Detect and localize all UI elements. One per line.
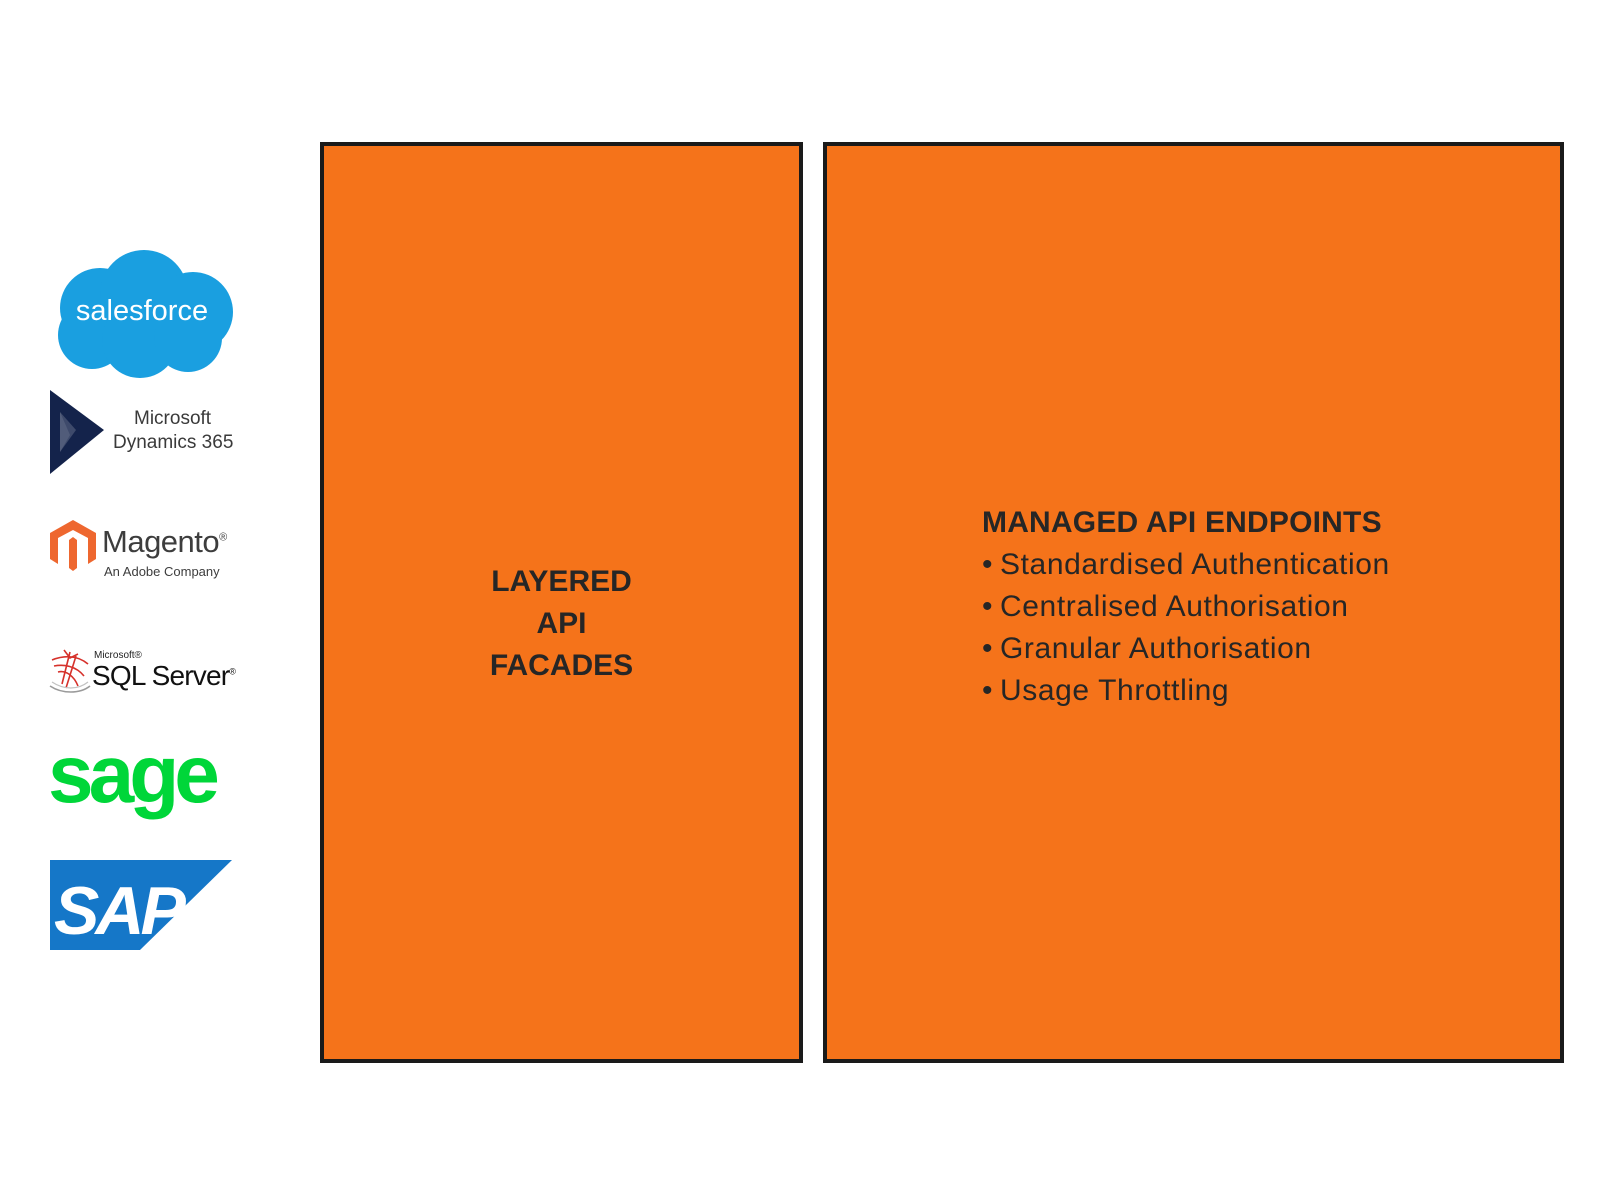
- endpoints-content: MANAGED API ENDPOINTS •Standardised Auth…: [982, 502, 1390, 712]
- magento-tagline: An Adobe Company: [104, 564, 220, 579]
- sage-logo: sage: [48, 729, 238, 822]
- list-item: •Granular Authorisation: [982, 628, 1390, 670]
- dynamics-line2: Dynamics 365: [113, 432, 234, 453]
- bullet: •: [982, 548, 994, 581]
- facade-line-3: FACADES: [489, 649, 634, 682]
- magento-registered-mark: ®: [219, 531, 227, 544]
- endpoint-item-label: Granular Authorisation: [1000, 632, 1312, 665]
- sqlserver-prefix: Microsoft®: [94, 650, 142, 661]
- endpoint-item-label: Standardised Authentication: [1000, 548, 1390, 581]
- list-item: •Centralised Authorisation: [982, 586, 1390, 628]
- bullet: •: [982, 632, 994, 665]
- salesforce-logo-text: salesforce: [76, 295, 208, 327]
- endpoints-list: •Standardised Authentication •Centralise…: [982, 544, 1390, 712]
- list-item: •Usage Throttling: [982, 670, 1390, 712]
- endpoints-heading: MANAGED API ENDPOINTS: [982, 506, 1382, 539]
- layered-api-facades-label: LAYERED API FACADES: [324, 561, 799, 687]
- sqlserver-icon: [49, 649, 91, 693]
- sap-shape-icon: SAP: [50, 860, 232, 950]
- facade-line-1: LAYERED: [491, 565, 632, 598]
- managed-api-endpoints-box: MANAGED API ENDPOINTS •Standardised Auth…: [823, 142, 1564, 1063]
- sqlserver-wordmark: SQL Server: [92, 660, 230, 691]
- dynamics-line1: Microsoft: [134, 408, 212, 429]
- endpoint-item-label: Usage Throttling: [1000, 674, 1230, 707]
- salesforce-cloud-icon: salesforce: [58, 250, 233, 378]
- sage-wordmark: sage: [48, 729, 220, 820]
- list-item: •Standardised Authentication: [982, 544, 1390, 586]
- magento-hexagon-icon: [50, 520, 96, 571]
- sap-wordmark: SAP: [54, 873, 186, 949]
- bullet: •: [982, 590, 994, 623]
- salesforce-logo: salesforce: [48, 250, 233, 378]
- endpoint-item-label: Centralised Authorisation: [1000, 590, 1349, 623]
- sap-logo: SAP: [50, 860, 232, 950]
- magento-wordmark: Magento: [102, 524, 220, 559]
- bullet: •: [982, 674, 994, 707]
- facade-line-2: API: [536, 607, 587, 640]
- sqlserver-logo: Microsoft® SQL Server®: [48, 646, 238, 696]
- magento-logo: Magento® An Adobe Company: [48, 520, 238, 584]
- sqlserver-registered-mark: ®: [229, 666, 236, 677]
- dynamics-logo: Microsoft Dynamics 365: [50, 390, 240, 474]
- dynamics-triangle-icon: [50, 390, 104, 474]
- layered-api-facades-box: LAYERED API FACADES: [320, 142, 803, 1063]
